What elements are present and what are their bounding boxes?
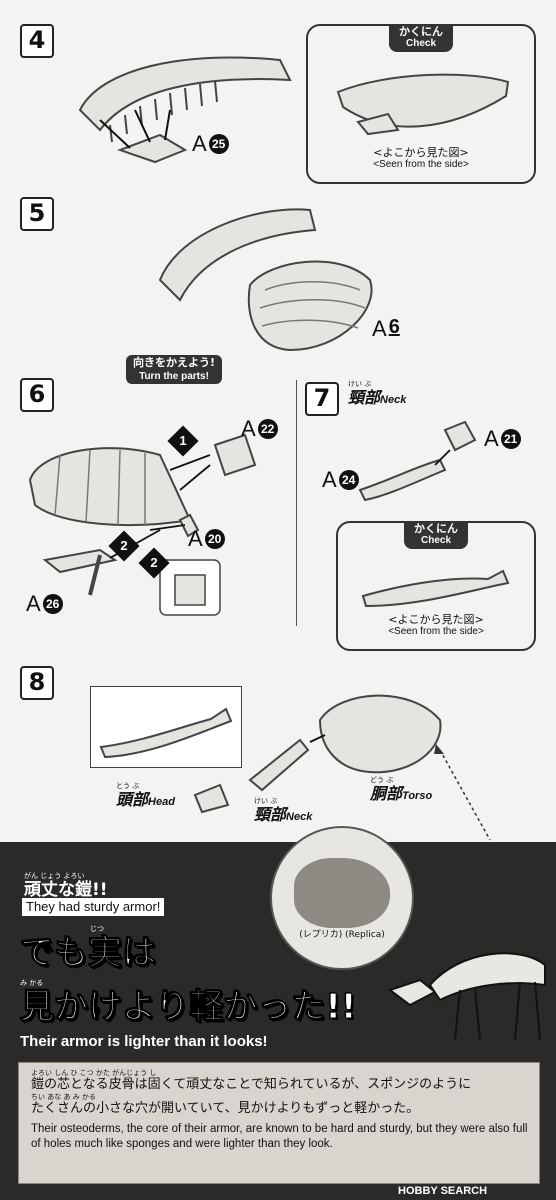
watermark: HOBBY SEARCH xyxy=(398,1185,488,1197)
step-6-illustration xyxy=(28,433,257,616)
replica-photo: (レプリカ) (Replica) xyxy=(270,826,414,970)
fact-body-jp-2: たくさんの小さな穴が開いていて、見かけよりもずっと軽かった。 xyxy=(31,1101,420,1116)
step-4-illustration xyxy=(78,56,292,164)
ankylosaurus-skeleton xyxy=(387,952,546,1041)
step-7-side-view xyxy=(361,569,510,608)
step-8-neck-label: けい ぶ 頸部Neck xyxy=(254,797,313,824)
step-8-number: 8 xyxy=(20,666,54,700)
step-6-order-2b: 2 xyxy=(138,547,170,579)
step-4-number: 4 xyxy=(20,24,54,58)
step-5-illustration xyxy=(158,208,373,352)
fact-body-jp-1: 鎧の芯となる皮骨は固くて頑丈なことで知られているが、スポンジのように xyxy=(31,1077,472,1092)
fact-text-scroll: よろい しん ひ こつ かた がんじょう し 鎧の芯となる皮骨は固くて頑丈なこと… xyxy=(18,1062,540,1184)
step-7-number: 7 xyxy=(305,382,339,416)
step-8-dashed-arrow xyxy=(434,744,491,841)
turn-parts-note: 向きをかえよう! Turn the parts! xyxy=(126,355,222,384)
fact-big-line2: み かる 見かけより軽かった!! xyxy=(19,979,357,1028)
side-view-label-jp: <よこから見た図> xyxy=(373,146,469,159)
side-view-label-en: <Seen from the side> xyxy=(373,159,469,170)
fact-heading: がん じょう よろい 頑丈な鎧!! xyxy=(24,872,108,900)
step-8-illustration xyxy=(193,694,442,814)
step-6-order-1: 1 xyxy=(167,425,199,457)
osteoderm-image xyxy=(294,858,390,928)
step-7-illustration xyxy=(358,420,477,502)
step-8-torso-label: どう ぶ 胴部Torso xyxy=(370,776,433,803)
step-6-order-2a: 2 xyxy=(108,530,140,562)
step-4-side-view xyxy=(336,73,510,136)
step-8-zoom-box xyxy=(90,686,242,768)
fact-body-en: Their osteoderms, the core of their armo… xyxy=(31,1123,528,1150)
fact-heading-en: They had sturdy armor! xyxy=(22,898,165,916)
step-6-panel xyxy=(14,380,297,626)
step-6-number: 6 xyxy=(20,378,54,412)
step-7-name: けい ぶ 頸部Neck xyxy=(348,380,407,407)
step-8-head-label: とう ぶ 頭部Head xyxy=(116,782,175,809)
fact-big-line1: じつ でも実は xyxy=(20,925,157,974)
fact-subtitle: Their armor is lighter than it looks! xyxy=(20,1033,268,1050)
step-5-number: 5 xyxy=(20,197,54,231)
